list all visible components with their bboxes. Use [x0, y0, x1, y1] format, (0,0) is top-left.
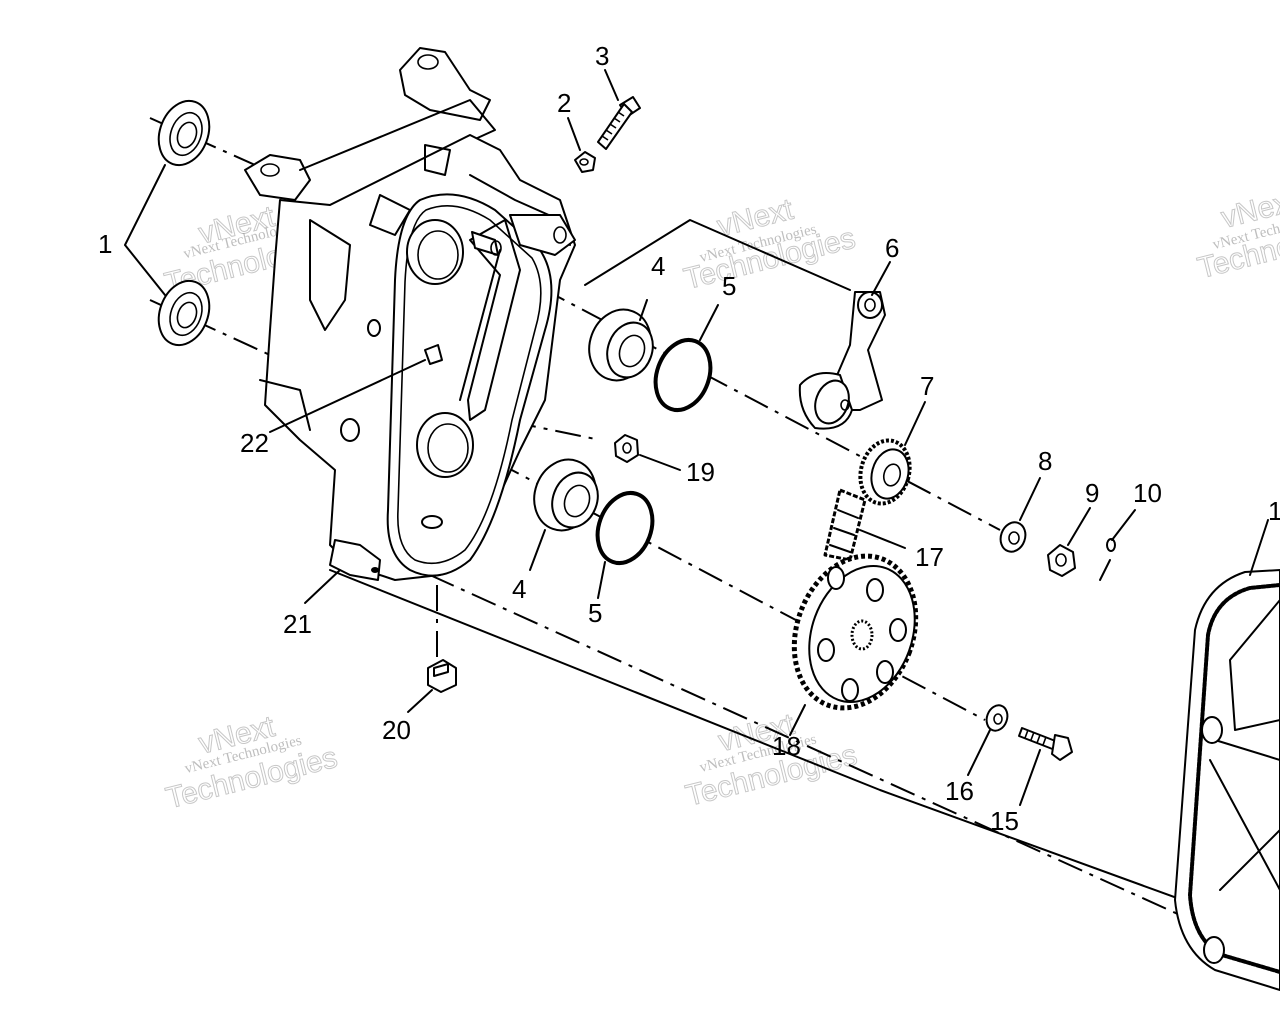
callout-9: 9 — [1085, 478, 1099, 508]
leader-line — [529, 299, 719, 599]
callout-15: 15 — [990, 806, 1019, 836]
leader-line — [304, 569, 341, 604]
oil-seal-upper — [157, 99, 211, 167]
callout-6: 6 — [885, 233, 899, 263]
callout-labels: 1 2 3 4 4 5 5 6 7 8 9 10 1 15 16 17 18 1… — [98, 41, 1280, 836]
cotter-pin — [1099, 538, 1116, 581]
leader-line — [639, 454, 681, 471]
small-nut — [614, 434, 639, 463]
snap-ring-upper — [653, 338, 713, 412]
callout-18: 18 — [772, 731, 801, 761]
top-sprocket — [858, 438, 912, 506]
callout-7: 7 — [920, 371, 934, 401]
callout-10: 10 — [1133, 478, 1162, 508]
snap-ring-lower — [595, 491, 655, 565]
callout-3: 3 — [595, 41, 609, 71]
bottom-sprocket — [791, 553, 919, 711]
leader-line — [1019, 477, 1136, 546]
callout-20: 20 — [382, 715, 411, 745]
drain-plug — [427, 659, 457, 693]
jam-nut — [574, 151, 596, 173]
callout-16: 16 — [945, 776, 974, 806]
callout-5-upper: 5 — [722, 271, 736, 301]
chaincase-cover — [1174, 569, 1280, 991]
callout-22: 22 — [240, 428, 269, 458]
callout-4-lower: 4 — [512, 574, 526, 604]
castle-nut — [1047, 544, 1076, 577]
flat-washer — [985, 704, 1009, 732]
callout-5-lower: 5 — [588, 598, 602, 628]
callout-1: 1 — [98, 229, 112, 259]
adjuster-bolt — [597, 96, 641, 150]
callout-11-partial: 1 — [1268, 496, 1280, 526]
oil-seal-lower — [157, 279, 211, 347]
leader-line — [124, 164, 166, 296]
bearing-lower — [533, 458, 599, 532]
leader-line — [789, 704, 806, 736]
tensioner-arm — [798, 291, 886, 430]
leader-line — [871, 261, 891, 296]
leader-line — [407, 689, 433, 713]
callout-21: 21 — [283, 609, 312, 639]
drive-chain — [823, 488, 867, 562]
leader-line — [269, 359, 426, 433]
stud — [424, 344, 443, 365]
callout-4-upper: 4 — [651, 251, 665, 281]
callout-8: 8 — [1038, 446, 1052, 476]
callout-17: 17 — [915, 542, 944, 572]
washer — [999, 521, 1027, 553]
leader-line — [859, 529, 906, 549]
cap-screw — [1018, 727, 1073, 761]
bearing-upper — [588, 308, 654, 382]
callout-2: 2 — [557, 88, 571, 118]
leader-line — [904, 401, 926, 446]
leader-line — [567, 69, 619, 151]
leader-line — [1249, 519, 1269, 576]
chaincase-housing — [244, 47, 576, 581]
leader-line — [967, 729, 1041, 806]
callout-19: 19 — [686, 457, 715, 487]
